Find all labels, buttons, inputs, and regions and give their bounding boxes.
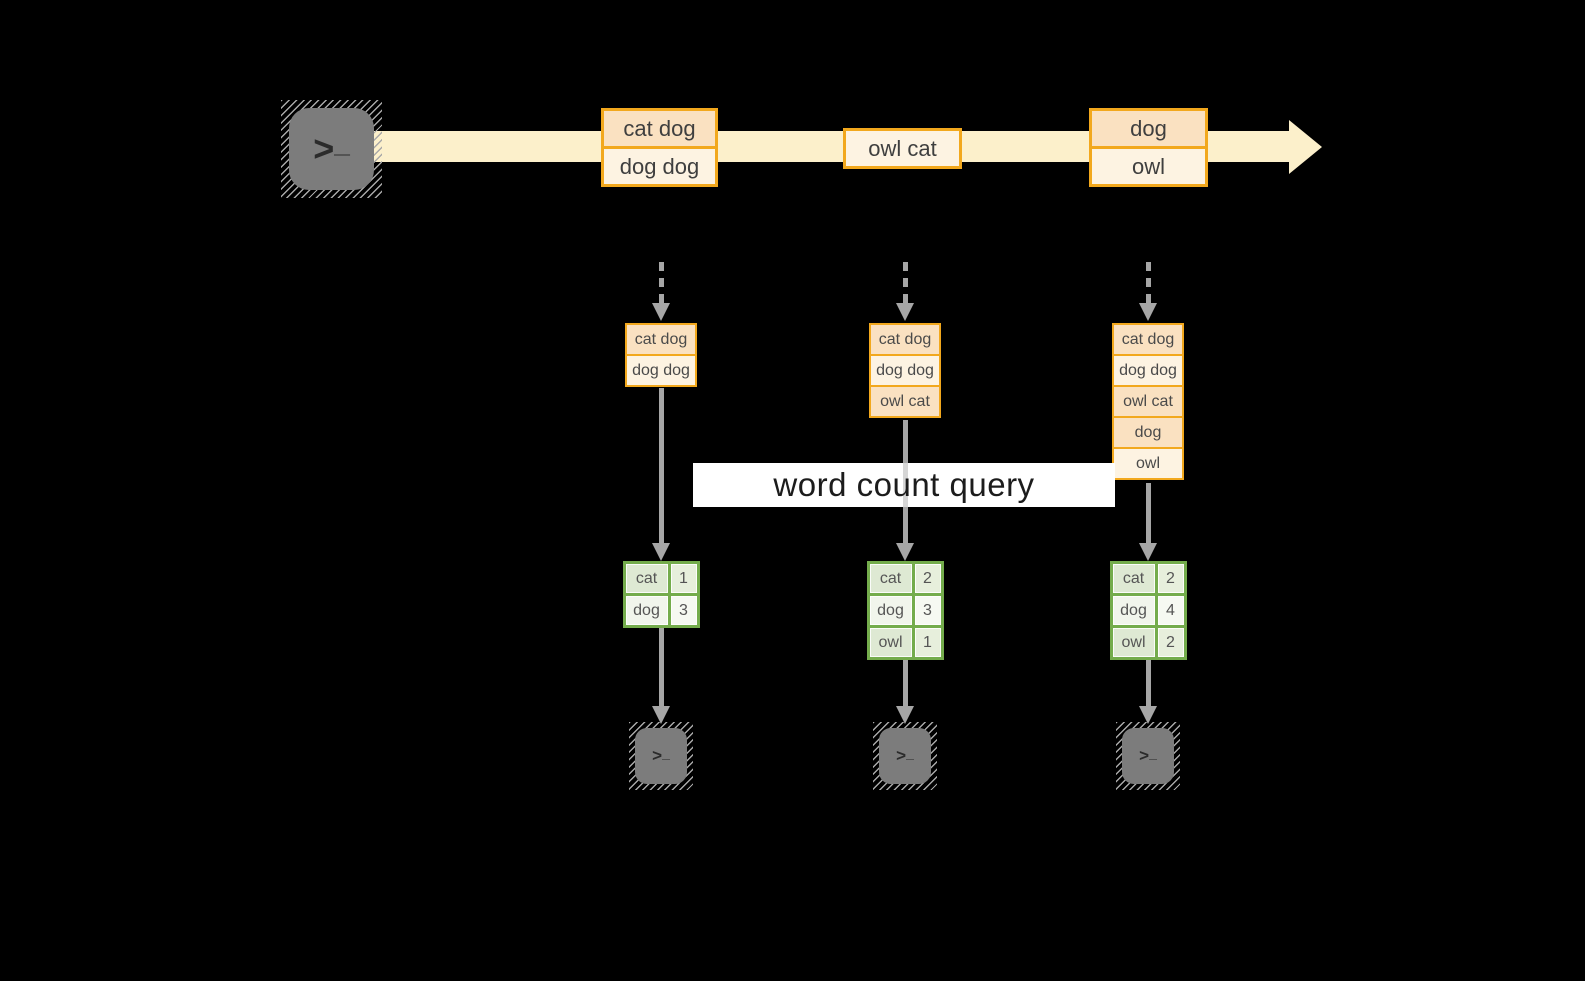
prompt-chevron-icon: > bbox=[313, 128, 335, 169]
query-flow-arrowhead-icon bbox=[896, 543, 914, 561]
count-cell: 4 bbox=[1157, 596, 1184, 625]
prompt-chevron-icon: > bbox=[896, 746, 907, 765]
stream-message-row: owl cat bbox=[846, 131, 959, 166]
stack-row: dog bbox=[1114, 416, 1182, 447]
query-flow-arrowhead-icon bbox=[652, 543, 670, 561]
count-cell: 2 bbox=[1157, 564, 1184, 593]
word-cell: cat bbox=[869, 564, 912, 593]
output-flow-line bbox=[1145, 658, 1151, 706]
stream-message-row: dog bbox=[1092, 111, 1205, 146]
stack-row: owl bbox=[1114, 447, 1182, 478]
word-cell: cat bbox=[625, 564, 668, 593]
word-cell: dog bbox=[625, 596, 668, 625]
prompt-chevron-icon: > bbox=[652, 746, 663, 765]
stream-message-row: dog dog bbox=[604, 146, 715, 184]
query-flow-line bbox=[1145, 483, 1151, 543]
count-cell: 3 bbox=[914, 596, 941, 625]
word-cell: owl bbox=[1112, 628, 1155, 657]
count-cell: 1 bbox=[670, 564, 697, 593]
word-cell: cat bbox=[1112, 564, 1155, 593]
ingest-arrow-dashed bbox=[902, 262, 908, 303]
query-flow-arrowhead-icon bbox=[1139, 543, 1157, 561]
consumer-terminal-icon-2: > _ bbox=[873, 722, 937, 790]
consumer-terminal-icon-1: > _ bbox=[629, 722, 693, 790]
terminal-screen: > _ bbox=[635, 728, 687, 784]
consumer-terminal-icon-3: > _ bbox=[1116, 722, 1180, 790]
word-cell: owl bbox=[869, 628, 912, 657]
terminal-screen: > _ bbox=[879, 728, 931, 784]
stack-row: cat dog bbox=[627, 325, 695, 354]
prompt-cursor-icon: _ bbox=[906, 745, 914, 761]
output-flow-arrowhead-icon bbox=[652, 706, 670, 724]
output-flow-arrowhead-icon bbox=[896, 706, 914, 724]
output-flow-line bbox=[902, 658, 908, 706]
count-cell: 3 bbox=[670, 596, 697, 625]
word-count-query-label: word count query bbox=[773, 466, 1035, 503]
stack-row: owl cat bbox=[1114, 385, 1182, 416]
ingest-arrowhead-icon bbox=[1139, 303, 1157, 321]
producer-terminal-icon: > _ bbox=[281, 100, 382, 198]
ingest-arrow-dashed bbox=[1145, 262, 1151, 303]
count-cell: 2 bbox=[1157, 628, 1184, 657]
count-cell: 2 bbox=[914, 564, 941, 593]
stack-row: dog dog bbox=[1114, 354, 1182, 385]
prompt-cursor-icon: _ bbox=[662, 745, 670, 761]
stream-message-row: owl bbox=[1092, 146, 1205, 184]
stream-message-row: cat dog bbox=[604, 111, 715, 146]
ingest-arrowhead-icon bbox=[652, 303, 670, 321]
ingest-arrowhead-icon bbox=[896, 303, 914, 321]
stack-row: dog dog bbox=[627, 354, 695, 385]
stream-message-2: owl cat bbox=[843, 128, 962, 169]
word-cell: dog bbox=[1112, 596, 1155, 625]
terminal-screen: > _ bbox=[289, 108, 374, 190]
prompt-cursor-icon: _ bbox=[334, 127, 350, 158]
prompt-cursor-icon: _ bbox=[1149, 745, 1157, 761]
terminal-screen: > _ bbox=[1122, 728, 1174, 784]
word-cell: dog bbox=[869, 596, 912, 625]
stack-row: owl cat bbox=[871, 385, 939, 416]
stack-row: dog dog bbox=[871, 354, 939, 385]
query-through-line bbox=[902, 463, 908, 507]
word-count-query-box: word count query bbox=[693, 463, 1115, 507]
ingest-arrow-dashed bbox=[658, 262, 664, 303]
output-flow-line bbox=[658, 628, 664, 706]
query-flow-line bbox=[658, 388, 664, 543]
prompt-chevron-icon: > bbox=[1139, 746, 1150, 765]
output-flow-arrowhead-icon bbox=[1139, 706, 1157, 724]
count-cell: 1 bbox=[914, 628, 941, 657]
stack-row: cat dog bbox=[871, 325, 939, 354]
stack-row: cat dog bbox=[1114, 325, 1182, 354]
stream-timeline-arrowhead-icon bbox=[1289, 120, 1322, 174]
